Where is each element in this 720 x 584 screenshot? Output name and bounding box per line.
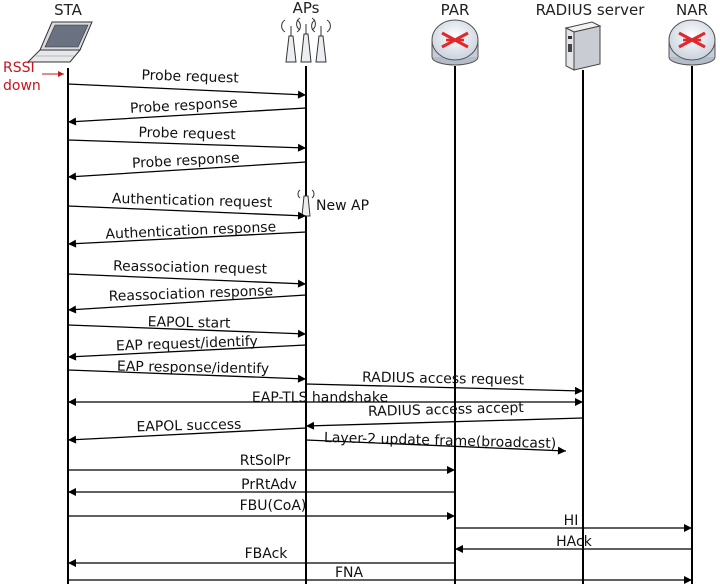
laptop-icon — [26, 21, 93, 63]
entity-label-radius: RADIUS server — [536, 1, 646, 19]
message-arrow — [67, 107, 307, 126]
message-label: EAP request/identify — [116, 334, 258, 355]
message-arrow — [67, 139, 307, 152]
entity-label-nar: NAR — [676, 1, 708, 19]
message-label: RADIUS access accept — [368, 400, 525, 420]
message-label: RtSolPr — [240, 453, 291, 469]
message-arrow — [67, 294, 307, 314]
entity-label-aps: APs — [293, 0, 320, 17]
server-tower-icon — [564, 21, 602, 71]
message-label: HAck — [556, 534, 593, 550]
message-arrow — [67, 205, 307, 220]
message-labels: Probe request Probe response Probe reque… — [105, 67, 593, 581]
message-label: PrRtAdv — [241, 477, 297, 493]
access-point-antennas-icon — [281, 17, 331, 63]
message-arrow — [305, 439, 567, 455]
router-icon — [668, 19, 716, 66]
message-label: FBAck — [245, 546, 289, 562]
message-label: Authentication request — [112, 191, 273, 211]
message-arrow — [67, 273, 307, 288]
rssi-label: RSSI — [3, 60, 35, 76]
message-arrow — [67, 369, 307, 383]
message-label: EAPOL success — [136, 417, 241, 436]
router-icon — [431, 19, 479, 66]
message-label: Authentication response — [105, 219, 276, 242]
message-arrows — [67, 83, 692, 584]
message-label: EAP-TLS handshake — [252, 390, 388, 406]
message-arrow — [305, 417, 584, 430]
new-ap-label: New AP — [316, 198, 369, 214]
message-label: Probe response — [130, 95, 238, 117]
message-label: EAP response/identify — [117, 359, 269, 378]
message-label: RADIUS access request — [362, 370, 525, 389]
message-label: EAPOL start — [148, 314, 232, 331]
message-arrow — [305, 383, 584, 395]
message-arrow — [67, 161, 307, 181]
down-label: down — [3, 78, 41, 94]
message-arrow — [67, 231, 307, 248]
message-label: Probe request — [141, 67, 239, 86]
message-label: FBU(CoA) — [240, 498, 307, 514]
message-label: FNA — [335, 565, 364, 581]
access-point-icon — [297, 189, 315, 217]
message-arrow — [67, 83, 307, 99]
message-label: Layer-2 update frame(broadcast) — [324, 430, 557, 452]
message-arrow — [67, 427, 307, 444]
message-arrow — [67, 344, 307, 361]
message-label: Reassociation request — [113, 258, 268, 277]
message-label: Probe request — [138, 125, 236, 144]
message-label: Probe response — [132, 150, 240, 172]
message-label: HI — [564, 513, 579, 529]
entity-label-sta: STA — [54, 1, 83, 19]
entity-label-par: PAR — [441, 1, 470, 19]
message-arrow — [67, 324, 307, 338]
message-label: Reassociation response — [108, 283, 273, 305]
